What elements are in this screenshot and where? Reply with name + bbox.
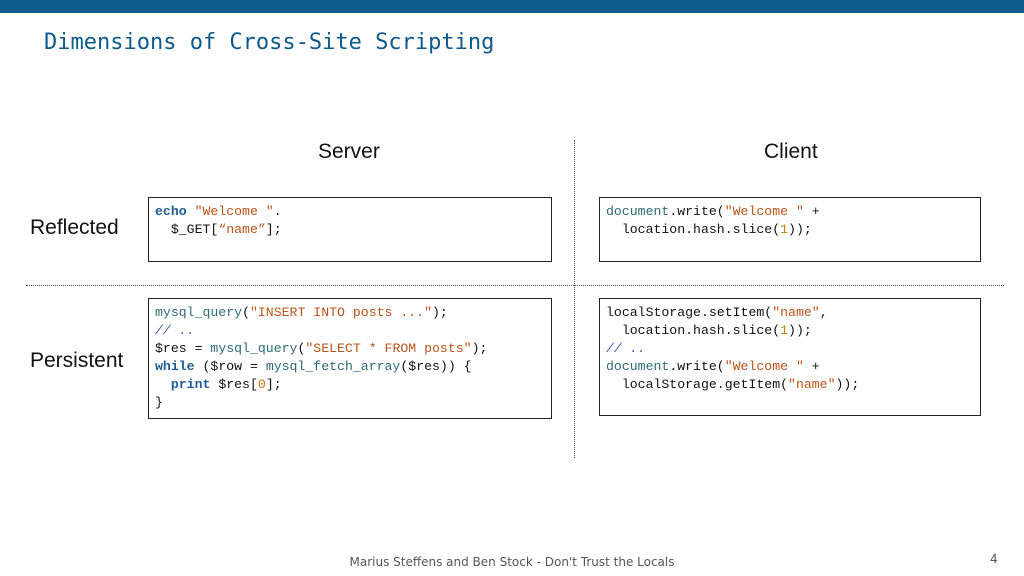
code-block-reflected-client: document.write("Welcome " + location.has…	[599, 197, 981, 262]
code-token: .	[273, 204, 282, 219]
code-line: while ($row = mysql_fetch_array($res)) {	[155, 358, 545, 376]
code-token: ));	[788, 222, 812, 237]
code-line: location.hash.slice(1));	[606, 221, 974, 239]
code-token	[187, 204, 195, 219]
code-token: }	[155, 395, 163, 410]
code-token: "INSERT INTO posts ..."	[249, 305, 433, 320]
code-token: ];	[265, 222, 282, 237]
slide-title: Dimensions of Cross-Site Scripting	[44, 30, 495, 55]
code-token: localStorage.setItem(	[606, 305, 773, 320]
page-number: 4	[990, 552, 998, 566]
code-token: "name"	[772, 305, 820, 320]
code-token: // ..	[606, 341, 646, 356]
code-token: ));	[788, 323, 812, 338]
code-token: mysql_query	[155, 305, 243, 320]
code-token	[155, 377, 171, 392]
code-token: ($res)) {	[400, 359, 472, 374]
horizontal-divider	[26, 285, 1004, 286]
code-block-persistent-client: localStorage.setItem("name", location.ha…	[599, 298, 981, 416]
code-token: location.hash.slice(	[606, 323, 781, 338]
code-token: echo	[155, 204, 187, 219]
code-line: localStorage.setItem("name",	[606, 304, 974, 322]
code-token: ];	[265, 377, 282, 392]
footer-text: Marius Steffens and Ben Stock - Don't Tr…	[349, 555, 675, 569]
code-token: location.hash.slice(	[606, 222, 781, 237]
code-token: );	[471, 341, 488, 356]
code-token: ));	[835, 377, 860, 392]
code-token: "name"	[788, 377, 836, 392]
code-line: // ..	[606, 340, 974, 358]
code-line: location.hash.slice(1));	[606, 322, 974, 340]
code-block-persistent-server: mysql_query("INSERT INTO posts ...");// …	[148, 298, 552, 419]
code-line: document.write("Welcome " +	[606, 358, 974, 376]
top-banner	[0, 0, 1024, 13]
code-token: mysql_fetch_array	[265, 359, 401, 374]
code-token: $_GET[	[155, 222, 219, 237]
code-token: .write(	[669, 204, 725, 219]
code-token: // ..	[155, 323, 195, 338]
code-token: mysql_query	[210, 341, 298, 356]
code-token: ,	[819, 305, 828, 320]
code-line: mysql_query("INSERT INTO posts ...");	[155, 304, 545, 322]
code-line: $res = mysql_query("SELECT * FROM posts"…	[155, 340, 545, 358]
vertical-divider	[574, 140, 575, 458]
code-line: localStorage.getItem("name"));	[606, 376, 974, 394]
code-token: document	[606, 204, 670, 219]
code-token: "Welcome "	[194, 204, 274, 219]
code-token: document	[606, 359, 670, 374]
code-token: +	[803, 204, 820, 219]
code-token: );	[432, 305, 448, 320]
code-token: "SELECT * FROM posts"	[305, 341, 472, 356]
code-line: print $res[0];	[155, 376, 545, 394]
code-line: }	[155, 394, 545, 412]
column-header-client: Client	[764, 140, 818, 163]
code-token: while	[155, 359, 195, 374]
row-header-persistent: Persistent	[30, 349, 124, 372]
code-token: (	[297, 341, 306, 356]
code-token: +	[803, 359, 820, 374]
code-token: 0	[257, 377, 266, 392]
code-line: // ..	[155, 322, 545, 340]
code-token: 1	[780, 323, 789, 338]
code-token: print	[170, 377, 211, 392]
code-token: .write(	[669, 359, 725, 374]
code-line: document.write("Welcome " +	[606, 203, 974, 221]
code-token: "Welcome "	[724, 204, 804, 219]
column-header-server: Server	[318, 140, 380, 163]
code-line: echo "Welcome ".	[155, 203, 545, 221]
code-token: $res[	[210, 377, 258, 392]
code-line: $_GET[“name”];	[155, 221, 545, 239]
row-header-reflected: Reflected	[30, 216, 119, 239]
code-block-reflected-server: echo "Welcome ". $_GET[“name”];	[148, 197, 552, 262]
code-token: localStorage.getItem(	[606, 377, 789, 392]
code-token: (	[242, 305, 250, 320]
code-token: $res =	[155, 341, 211, 356]
code-token: ($row =	[194, 359, 266, 374]
code-token: 1	[780, 222, 789, 237]
code-token: “name”	[218, 222, 266, 237]
code-token: "Welcome "	[724, 359, 804, 374]
